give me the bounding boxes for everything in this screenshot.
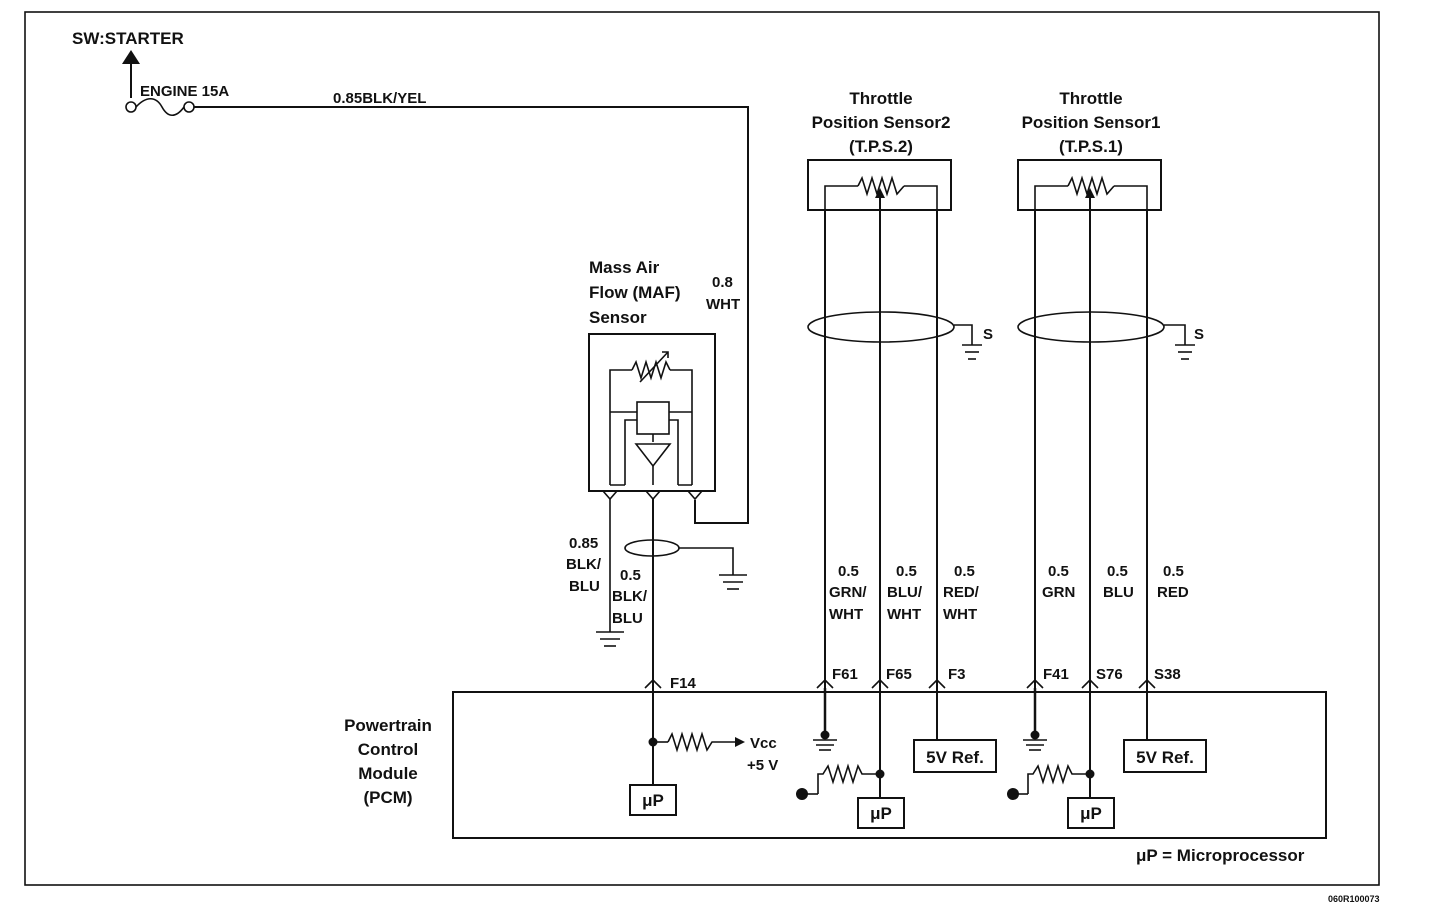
vcc-label: Vcc xyxy=(750,735,777,752)
tps1-wire2-color: BLU xyxy=(1103,584,1134,601)
maf-pin-supply xyxy=(687,490,703,501)
pin-f65: F65 xyxy=(886,666,912,683)
tps2-up-box xyxy=(857,797,905,829)
pin-s76: S76 xyxy=(1096,666,1123,683)
maf-ground-wire-color2: BLU xyxy=(569,578,600,595)
pcm-connector-pins xyxy=(644,678,1156,689)
tps2-wire1-color2: WHT xyxy=(829,606,863,623)
tps1-shield-icon xyxy=(1017,311,1165,343)
maf-title-line2: Flow (MAF) xyxy=(589,283,681,302)
maf-signal-wire-color1: BLK/ xyxy=(612,588,648,605)
tps2-pulldown-resistor-icon xyxy=(817,763,880,794)
maf-signal-wire-color2: BLU xyxy=(612,610,643,627)
pcm-title-line4: (PCM) xyxy=(363,788,412,807)
tps2-wire3-color2: WHT xyxy=(943,606,977,623)
maf-up-box xyxy=(629,784,677,816)
tps2-wire2-size: 0.5 xyxy=(896,563,917,580)
diagram-frame xyxy=(24,11,1380,886)
tps1-title-line1: Throttle xyxy=(1059,89,1122,108)
pcm-pullup-resistor-icon xyxy=(667,731,735,753)
sw-starter-label: SW:STARTER xyxy=(72,29,184,48)
ground-icon xyxy=(596,631,624,647)
tps1-up-box xyxy=(1067,797,1115,829)
figure-code: 060R100073 xyxy=(1328,894,1380,904)
tps1-title-line2: Position Sensor1 xyxy=(1022,113,1161,132)
pin-f61: F61 xyxy=(832,666,858,683)
tps1-wire2-size: 0.5 xyxy=(1107,563,1128,580)
tps2-wire2-color2: WHT xyxy=(887,606,921,623)
maf-sensor: Mass Air Flow (MAF) Sensor 0.8 WHT xyxy=(588,258,740,501)
tps1-sensor: Throttle Position Sensor1 (T.P.S.1) xyxy=(1017,89,1162,230)
maf-pin-signal xyxy=(645,490,661,501)
ground-icon xyxy=(719,574,747,590)
maf-supply-wire-size: 0.8 xyxy=(712,274,733,291)
maf-sensor-element-icon xyxy=(636,401,670,435)
vcc-arrow-icon xyxy=(735,737,745,747)
tps2-wire3-size: 0.5 xyxy=(954,563,975,580)
tps1-pulldown-resistor-icon xyxy=(1027,763,1090,794)
vcc-voltage-label: +5 V xyxy=(747,757,778,774)
maf-supply-wire-color: WHT xyxy=(706,296,740,313)
tps2-potentiometer-icon xyxy=(857,175,905,197)
tps1-title-line3: (T.P.S.1) xyxy=(1059,137,1123,156)
ground-icon xyxy=(1175,344,1195,360)
maf-amplifier-icon xyxy=(634,443,672,468)
tps2-shield-icon xyxy=(807,311,955,343)
tps2-wire2-color1: BLU/ xyxy=(887,584,923,601)
starter-arrow-icon xyxy=(122,50,140,64)
tps1-5v-ref-label: 5V Ref. xyxy=(1136,748,1194,767)
microprocessor-legend: μP = Microprocessor xyxy=(1136,846,1305,865)
supply-wire xyxy=(194,106,749,524)
tps2-title-line3: (T.P.S.2) xyxy=(849,137,913,156)
tps2-up-label: μP xyxy=(870,804,892,823)
pin-s38: S38 xyxy=(1154,666,1181,683)
maf-title-line1: Mass Air xyxy=(589,258,660,277)
pcm-title-line3: Module xyxy=(358,764,418,783)
maf-ground-wire-size: 0.85 xyxy=(569,535,598,552)
pcm-title-line1: Powertrain xyxy=(344,716,432,735)
maf-signal-wire-size: 0.5 xyxy=(620,567,641,584)
tps1-5v-ref-box xyxy=(1123,739,1207,773)
maf-title-line3: Sensor xyxy=(589,308,647,327)
maf-ground-wire-color1: BLK/ xyxy=(566,556,602,573)
tps1-wire3-size: 0.5 xyxy=(1163,563,1184,580)
pin-f3: F3 xyxy=(948,666,966,683)
tps1-wire1-color: GRN xyxy=(1042,584,1075,601)
tps1-up-label: μP xyxy=(1080,804,1102,823)
tps2-5v-ref-box xyxy=(913,739,997,773)
maf-pin-ground xyxy=(602,490,618,501)
tps2-wire3-color1: RED/ xyxy=(943,584,980,601)
maf-up-label: μP xyxy=(642,791,664,810)
tps1-wire3-color: RED xyxy=(1157,584,1189,601)
fuse-label: ENGINE 15A xyxy=(140,83,229,100)
ground-icon xyxy=(1023,739,1047,751)
tps2-shield-label: S xyxy=(983,326,993,343)
ground-icon xyxy=(813,739,837,751)
tps1-wire1-size: 0.5 xyxy=(1048,563,1069,580)
pin-f41: F41 xyxy=(1043,666,1069,683)
tps2-wire1-color1: GRN/ xyxy=(829,584,867,601)
tps1-shield-label: S xyxy=(1194,326,1204,343)
maf-sensor-box xyxy=(588,333,716,492)
tps1-potentiometer-icon xyxy=(1067,175,1115,197)
ground-icon xyxy=(962,344,982,360)
pcm-title-line2: Control xyxy=(358,740,418,759)
tps2-5v-ref-label: 5V Ref. xyxy=(926,748,984,767)
tps2-wire1-size: 0.5 xyxy=(838,563,859,580)
engine-fuse: ENGINE 15A xyxy=(125,83,229,117)
pcm-box xyxy=(452,691,1327,839)
starter-source: SW:STARTER xyxy=(72,29,184,98)
pcm-module: Powertrain Control Module (PCM) xyxy=(344,691,1327,839)
tps2-title-line2: Position Sensor2 xyxy=(812,113,951,132)
pin-f14: F14 xyxy=(670,675,697,692)
maf-variable-resistor-icon xyxy=(631,359,671,381)
supply-wire-label: 0.85BLK/YEL xyxy=(333,90,426,107)
tps2-title-line1: Throttle xyxy=(849,89,912,108)
